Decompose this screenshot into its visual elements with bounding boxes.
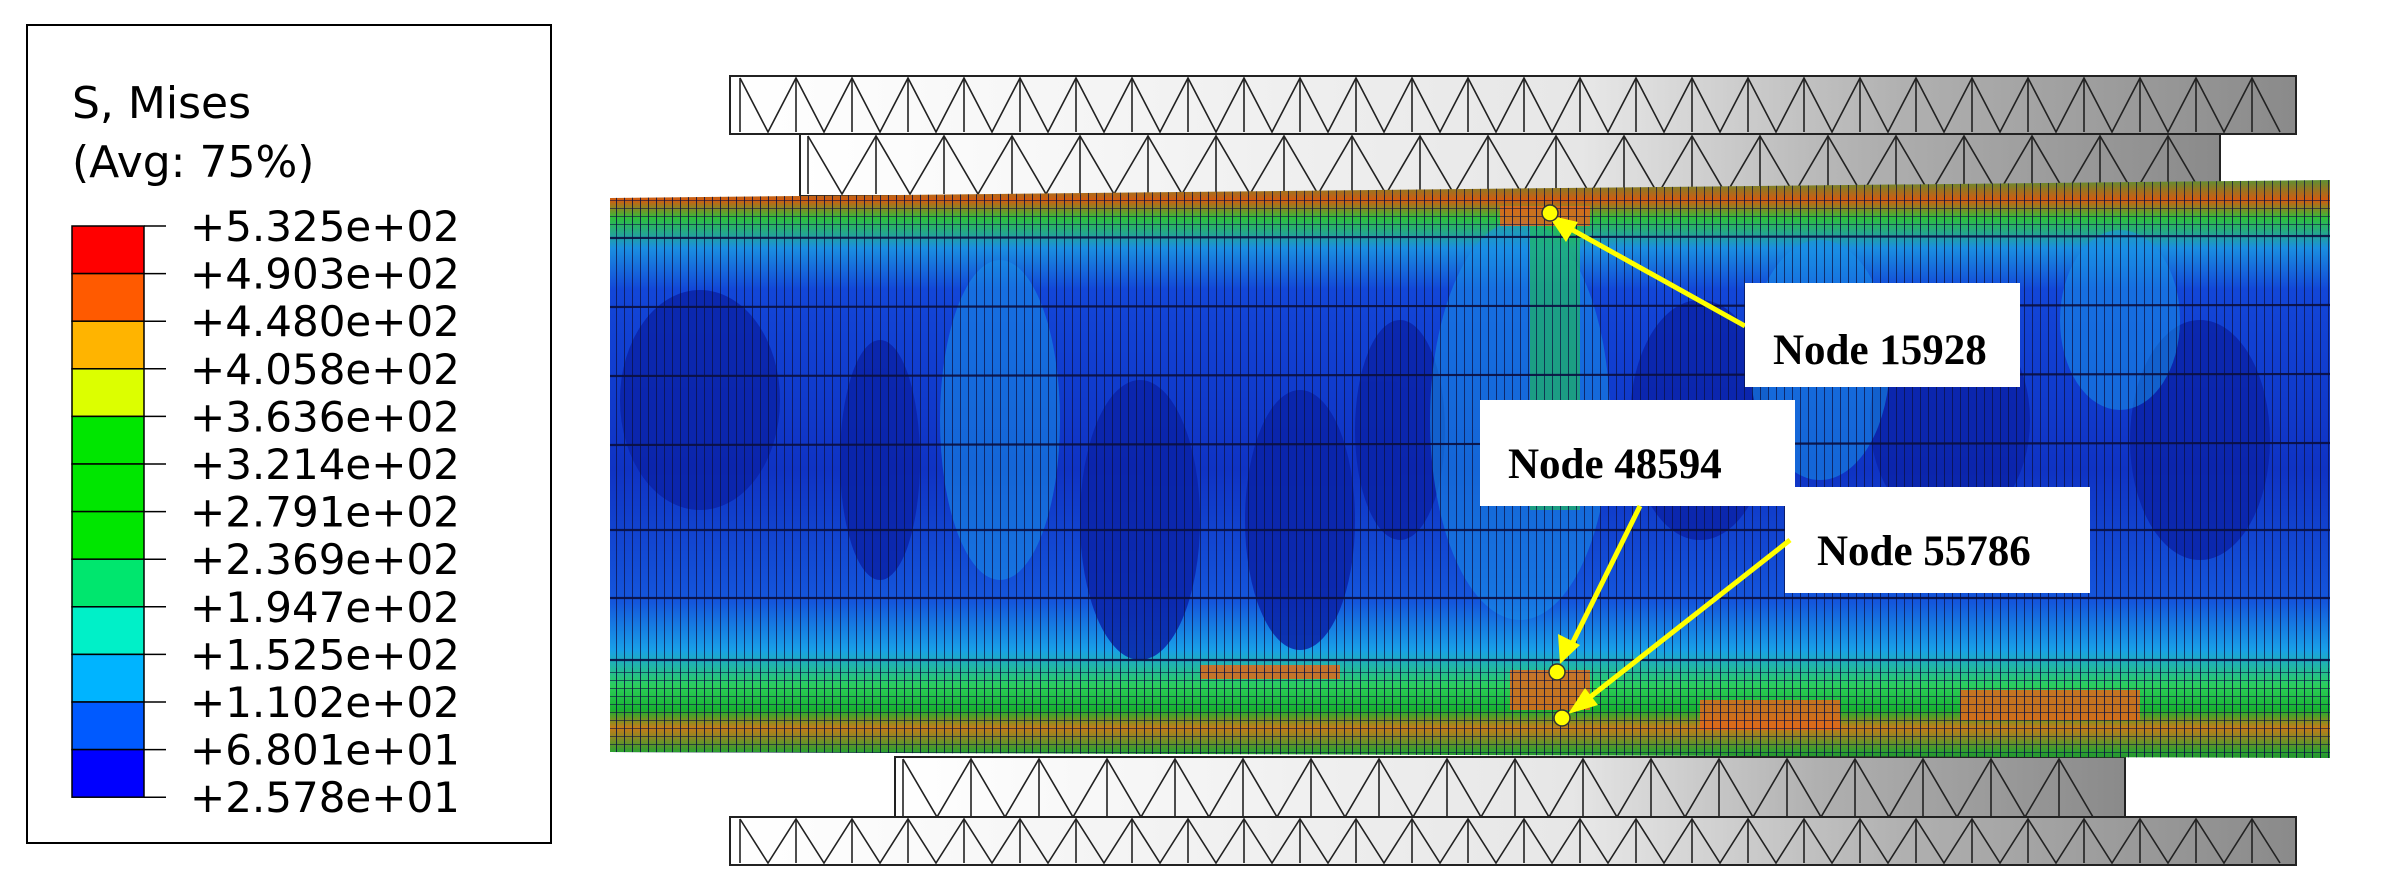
legend-swatch — [71, 606, 145, 656]
node-48594-label-box — [1480, 400, 1795, 506]
node-15928-label: Node 15928 — [1773, 327, 1987, 374]
bottom-inner-die — [894, 756, 2126, 820]
legend-level-label: +3.214e+02 — [190, 440, 460, 489]
legend-swatch — [71, 463, 145, 513]
legend-level-label: +2.369e+02 — [190, 535, 460, 584]
annotation-node-15928: Node 15928 — [1541, 204, 2020, 387]
legend-swatch — [71, 748, 145, 798]
node-55786-label: Node 55786 — [1817, 528, 2031, 575]
legend-level-label: +3.636e+02 — [190, 392, 460, 441]
bottom-outer-die — [729, 816, 2297, 866]
legend-swatch — [71, 701, 145, 751]
pipe-contour — [610, 180, 2330, 758]
legend-level-label: +4.058e+02 — [190, 345, 460, 394]
node-55786-label-box — [1785, 487, 2090, 593]
node-annotations: Node 15928 Node 48594 Node 55786 — [1480, 204, 2090, 727]
legend-level-label: +1.525e+02 — [190, 630, 460, 679]
legend-labels: +5.325e+02+4.903e+02+4.480e+02+4.058e+02… — [144, 202, 460, 822]
legend-level-label: +2.578e+01 — [190, 773, 460, 822]
node-48594-marker — [1548, 663, 1566, 681]
node-15928-label-box — [1745, 283, 2020, 387]
legend-level-label: +1.947e+02 — [190, 583, 460, 632]
node-15928-marker — [1541, 204, 1559, 222]
legend-swatch — [71, 320, 145, 370]
legend-swatch — [71, 558, 145, 608]
legend-level-label: +4.903e+02 — [190, 250, 460, 299]
legend-title: S, Mises — [72, 78, 251, 129]
model-view: Node 15928 Node 48594 Node 55786 — [610, 75, 2330, 866]
legend-swatch — [71, 510, 145, 560]
legend-color-bar — [71, 225, 145, 798]
legend-swatch — [71, 225, 145, 275]
node-48594-label: Node 48594 — [1508, 441, 1722, 488]
legend-level-label: +6.801e+01 — [190, 726, 460, 775]
legend-level-label: +1.102e+02 — [190, 678, 460, 727]
top-outer-die — [729, 75, 2297, 135]
legend-swatch — [71, 272, 145, 322]
annotation-node-55786: Node 55786 — [1553, 487, 2090, 727]
node-55786-marker — [1553, 709, 1571, 727]
legend-swatch — [71, 415, 145, 465]
legend-level-label: +4.480e+02 — [190, 297, 460, 346]
annotation-node-48594: Node 48594 — [1480, 400, 1795, 681]
legend-swatch — [71, 653, 145, 703]
legend-subtitle: (Avg: 75%) — [72, 137, 314, 188]
legend-swatch — [71, 368, 145, 418]
legend-level-label: +5.325e+02 — [190, 202, 460, 251]
legend-level-label: +2.791e+02 — [190, 488, 460, 537]
legend: S, Mises (Avg: 75%) +5.325e+02+4.903e+02… — [26, 24, 552, 844]
